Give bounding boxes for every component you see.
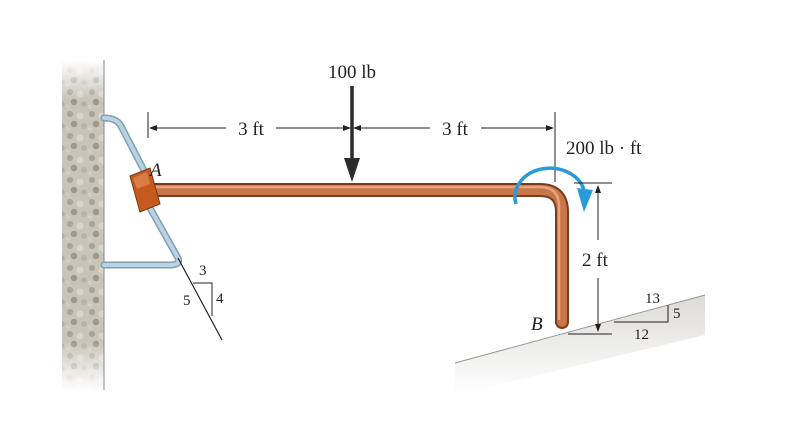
strut-slope: 3 4 5 — [177, 257, 224, 341]
dimension-left: 3 ft — [238, 119, 265, 140]
point-a-label: A — [148, 160, 162, 181]
moment-label: 200 lb · ft — [566, 138, 642, 159]
collar-a — [129, 167, 161, 213]
wall — [62, 60, 105, 390]
force-label: 100 lb — [328, 62, 376, 83]
moment-arrow: 200 lb · ft — [513, 138, 642, 212]
ground — [454, 294, 706, 395]
ground-slope-hyp: 13 — [645, 291, 660, 307]
ground-slope: 13 5 12 — [614, 291, 681, 343]
ground-slope-rise: 5 — [673, 306, 681, 322]
force-arrow: 100 lb — [328, 62, 376, 182]
point-b-label: B — [531, 314, 543, 335]
strut-slope-run: 4 — [216, 291, 224, 307]
strut-slope-hyp: 5 — [183, 293, 191, 309]
pipe — [141, 183, 569, 329]
ground-slope-run: 12 — [634, 327, 649, 343]
horizontal-dimension: 3 ft 3 ft — [147, 112, 556, 182]
dimension-height: 2 ft — [582, 250, 609, 271]
vertical-dimension: 2 ft — [568, 182, 612, 335]
strut-slope-rise: 3 — [199, 263, 207, 279]
dimension-right: 3 ft — [442, 119, 469, 140]
